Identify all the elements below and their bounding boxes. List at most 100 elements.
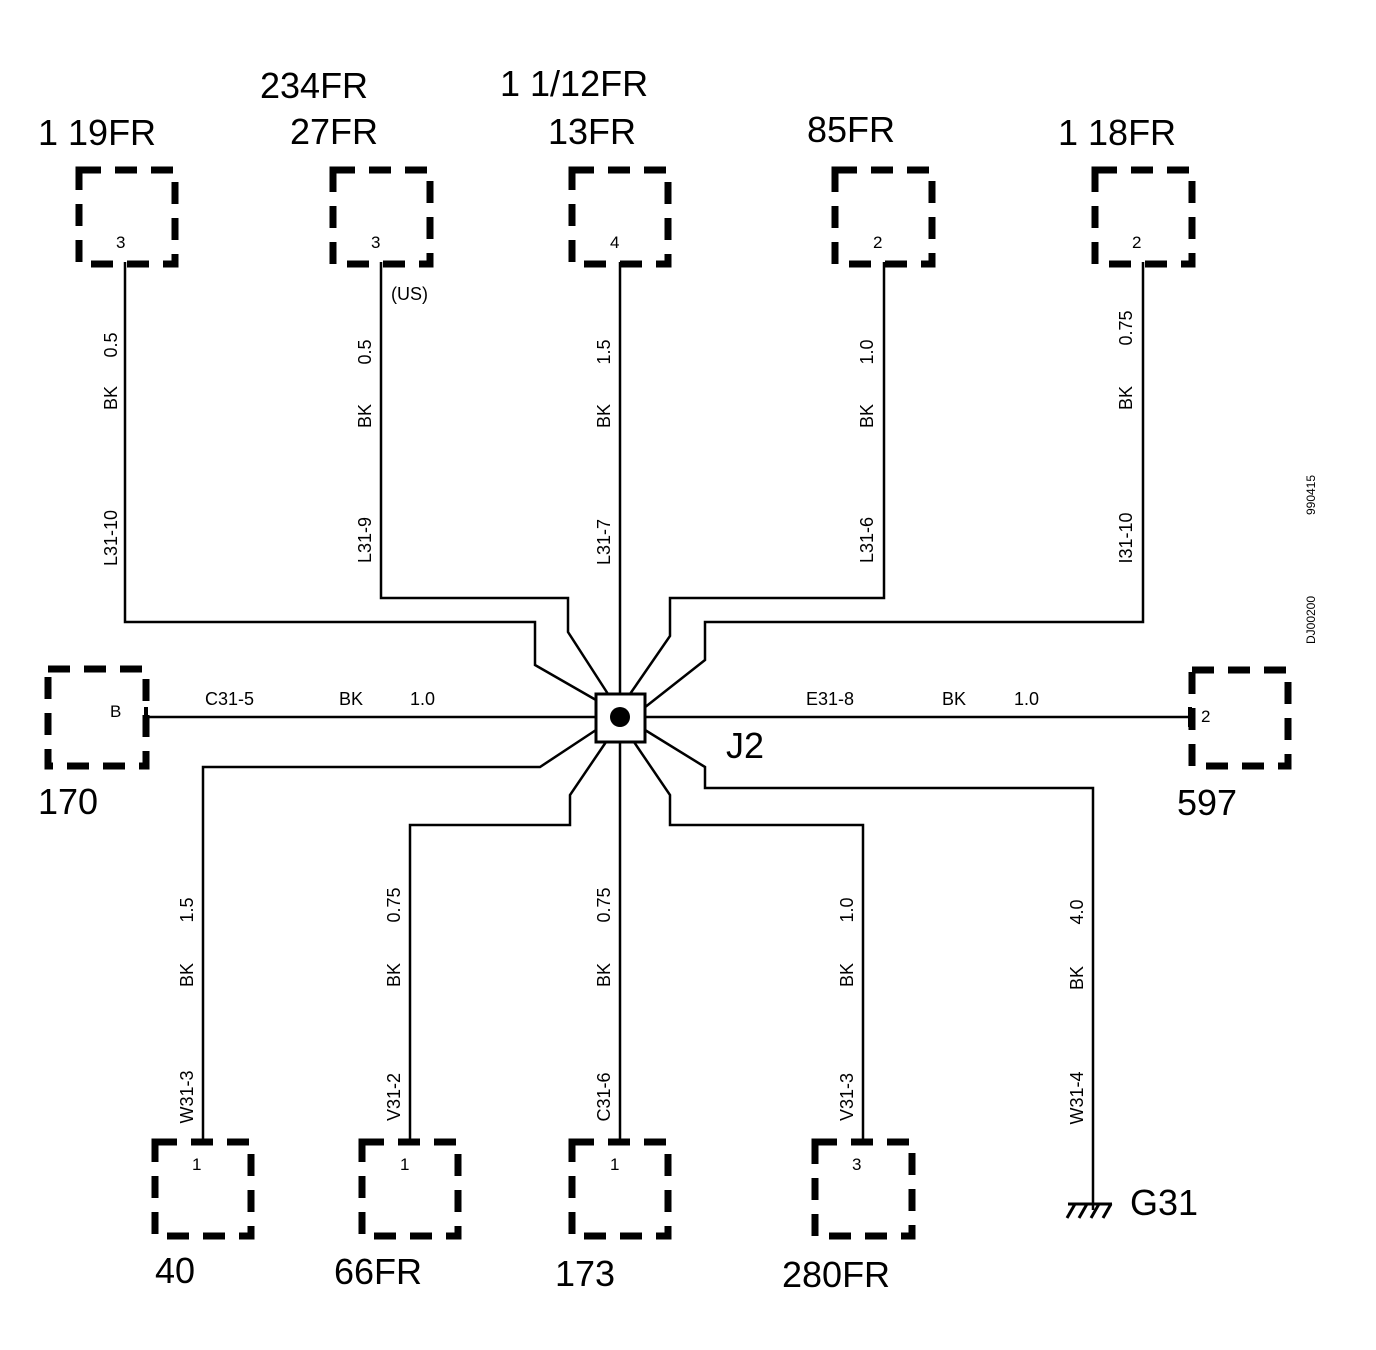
wire-color: BK <box>101 386 121 410</box>
wire-bottom-5 <box>644 728 1095 1210</box>
bottom-connector-1: 1 40 <box>151 1138 255 1291</box>
connector-name: 597 <box>1177 782 1237 823</box>
wire-color: BK <box>1116 386 1136 410</box>
wire-color: BK <box>384 963 404 987</box>
top-connector-3: 4 1 1/12FR 13FR <box>500 63 672 268</box>
splice-j2: J2 <box>594 692 764 766</box>
ground-g31: G31 4.0 BK W31-4 <box>1065 899 1198 1223</box>
wires <box>123 262 1190 1210</box>
wire-size: 1.0 <box>857 339 877 364</box>
connector-box <box>568 166 672 268</box>
wire-color: BK <box>857 404 877 428</box>
bottom-connector-3: 1 173 <box>555 1138 672 1294</box>
top-connector-4: 2 85FR <box>807 109 936 268</box>
pin-letter: B <box>110 702 121 721</box>
pin-number: 4 <box>610 233 619 252</box>
document-codes: 990415 DJ00200 <box>1304 475 1318 644</box>
bottom-wire-labels: 1.5 BK W31-3 0.75 BK V31-2 0.75 BK C31-6… <box>177 887 857 1123</box>
connector-box <box>44 665 150 770</box>
connector-name-line1: 234FR <box>260 65 368 106</box>
wire-top-5 <box>643 262 1145 709</box>
wire-bottom-4 <box>632 741 865 1142</box>
connector-name: 85FR <box>807 109 895 150</box>
connector-box <box>568 1138 672 1240</box>
region-note: (US) <box>391 284 428 304</box>
connector-box <box>811 1138 916 1240</box>
wire-top-4 <box>628 262 886 695</box>
wire-color: BK <box>1067 966 1087 990</box>
ground-icon <box>1065 1202 1113 1219</box>
connector-name: 66FR <box>334 1251 422 1292</box>
top-connector-5: 2 1 18FR <box>1058 112 1196 268</box>
connector-name-line2: 27FR <box>290 111 378 152</box>
doc-code-2: DJ00200 <box>1304 596 1318 644</box>
splice-label: J2 <box>726 725 764 766</box>
connector-box <box>358 1138 462 1240</box>
pin-number: 2 <box>873 233 882 252</box>
ground-label: G31 <box>1130 1182 1198 1223</box>
connector-box <box>75 166 179 268</box>
wire-size: 0.5 <box>101 332 121 357</box>
wire-size: 1.0 <box>410 689 435 709</box>
pin-number: 1 <box>192 1155 201 1174</box>
pin-number: 3 <box>852 1155 861 1174</box>
pin-number: 1 <box>610 1155 619 1174</box>
pin-number: 3 <box>371 233 380 252</box>
wire-color: BK <box>942 689 966 709</box>
pin-number: 1 <box>400 1155 409 1174</box>
wire-id: L31-10 <box>101 510 121 566</box>
connector-box <box>329 166 434 268</box>
pin-number: 2 <box>1201 707 1210 726</box>
wire-size: 1.5 <box>177 897 197 922</box>
top-connector-2: 3 234FR 27FR (US) <box>260 65 434 304</box>
wire-color: BK <box>594 404 614 428</box>
bottom-connector-4: 3 280FR <box>782 1138 916 1295</box>
right-connector-597: 2 597 E31-8 BK 1.0 <box>806 666 1292 823</box>
wire-size: 1.0 <box>837 897 857 922</box>
connector-box <box>1091 166 1196 268</box>
wire-id: L31-6 <box>857 517 877 563</box>
connector-box <box>151 1138 255 1240</box>
connector-name: 1 18FR <box>1058 112 1176 153</box>
wire-id: W31-3 <box>177 1070 197 1123</box>
wire-id: E31-8 <box>806 689 854 709</box>
connector-name: 280FR <box>782 1254 890 1295</box>
doc-code-1: 990415 <box>1304 475 1318 515</box>
connector-name: 1 19FR <box>38 112 156 153</box>
left-connector-170: B 170 C31-5 BK 1.0 <box>38 665 435 822</box>
wire-size: 4.0 <box>1067 899 1087 924</box>
connector-name: 170 <box>38 781 98 822</box>
wire-id: L31-7 <box>594 519 614 565</box>
wire-size: 0.75 <box>594 887 614 922</box>
connector-name-line1: 1 1/12FR <box>500 63 648 104</box>
connector-box <box>831 166 936 268</box>
top-connector-1: 3 1 19FR <box>38 112 179 268</box>
wire-id: C31-6 <box>594 1072 614 1121</box>
top-wire-labels: 0.5 BK L31-10 0.5 BK L31-9 1.5 BK L31-7 … <box>101 310 1136 566</box>
wire-color: BK <box>355 404 375 428</box>
connector-name: 173 <box>555 1253 615 1294</box>
wire-color: BK <box>594 963 614 987</box>
wire-size: 1.5 <box>594 339 614 364</box>
wire-id: W31-4 <box>1067 1071 1087 1124</box>
wire-size: 0.5 <box>355 339 375 364</box>
wire-id: L31-9 <box>355 517 375 563</box>
wire-color: BK <box>177 963 197 987</box>
connector-name-line2: 13FR <box>548 111 636 152</box>
wire-id: V31-3 <box>837 1073 857 1121</box>
wire-size: 0.75 <box>384 887 404 922</box>
pin-number: 3 <box>116 233 125 252</box>
wire-bottom-1 <box>201 728 597 1142</box>
wire-bottom-2 <box>408 741 608 1142</box>
wire-color: BK <box>339 689 363 709</box>
wire-top-2 <box>379 262 610 695</box>
wire-color: BK <box>837 963 857 987</box>
wire-id: C31-5 <box>205 689 254 709</box>
bottom-connector-2: 1 66FR <box>334 1138 462 1292</box>
wire-id: V31-2 <box>384 1073 404 1121</box>
pin-number: 2 <box>1132 233 1141 252</box>
wire-size: 0.75 <box>1116 310 1136 345</box>
wire-id: I31-10 <box>1116 512 1136 563</box>
wire-size: 1.0 <box>1014 689 1039 709</box>
